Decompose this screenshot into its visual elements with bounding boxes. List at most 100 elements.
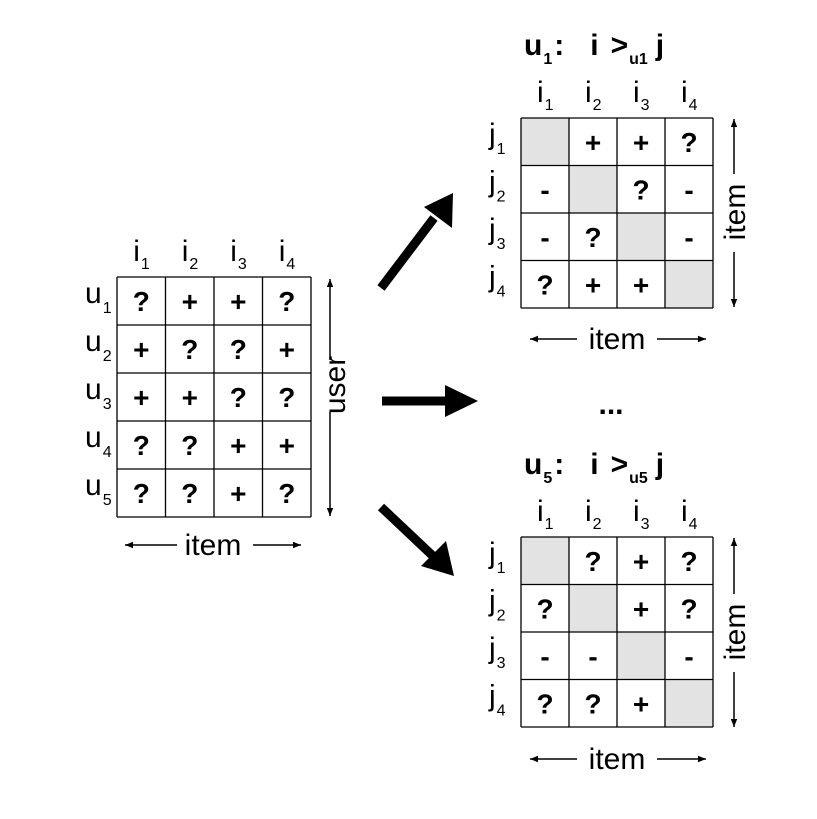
matrix-cell: + [633,269,649,300]
col-header: i2 [182,235,199,273]
diagonal-cell [569,165,617,213]
matrix-cell: + [133,334,149,365]
matrix-cell: ? [536,688,553,719]
matrix-cell: ? [133,430,150,461]
matrix-cell: ? [133,286,150,317]
title-item-i: i [590,448,598,481]
matrix-cell: + [585,127,601,158]
pair-u1-item-axis-label-bottom: item [589,323,646,356]
title-item-j: j [655,29,664,62]
row-header: j3 [488,213,506,253]
matrix-cell: ? [230,334,247,365]
matrix-cell: ? [278,382,295,413]
col-header: i4 [279,235,296,273]
row-header: u5 [85,469,112,509]
title-gt-sub: u1 [629,51,648,68]
matrix-cell: ? [181,478,198,509]
matrix-cell: ? [181,334,198,365]
col-header: i1 [537,495,554,533]
matrix-cell: ? [536,593,553,624]
matrix-cell: - [540,222,549,253]
diagonal-cell [521,118,569,166]
row-header: j4 [488,679,506,719]
matrix-cell: ? [133,478,150,509]
matrix-cell: ? [278,286,295,317]
title-user-sub: 1 [543,51,552,68]
matrix-cell: - [588,641,597,672]
row-header: j4 [488,260,506,300]
title-colon: : [554,448,564,481]
matrix-cell: ? [632,174,649,205]
matrix-cell: + [633,593,649,624]
matrix-cell: ? [680,546,697,577]
arrow-to-ellipsis [382,385,478,417]
matrix-cell: + [182,286,198,317]
matrix-cell: - [540,174,549,205]
title-user-sub: 5 [543,470,552,487]
matrix-cell: - [684,222,693,253]
pair-u1-item-axis-label-right: item [719,184,752,241]
title-gt: > [611,448,629,481]
col-header: i4 [681,76,698,114]
arrow-to-top-matrix [377,193,453,291]
arrow-to-bottom-matrix [377,503,454,576]
row-header: j3 [488,632,506,672]
matrix-cell: ? [680,127,697,158]
matrix-cell: ? [584,222,601,253]
col-header: i1 [133,235,150,273]
row-header: j2 [488,165,506,205]
matrix-cell: ? [181,430,198,461]
row-header: u4 [85,421,112,461]
pair-u5-item-axis-label-right: item [719,604,752,661]
col-header: i4 [681,495,698,533]
row-header: j2 [488,584,506,624]
matrix-cell: ? [680,593,697,624]
svg-text:u1:i>u1j: u1:i>u1j [524,29,664,68]
title-item-i: i [590,29,598,62]
diagonal-cell [617,632,665,680]
svg-text:u5:i>u5j: u5:i>u5j [524,448,664,487]
matrix-cell: - [540,641,549,672]
matrix-cell: ? [584,688,601,719]
matrix-cell: - [684,174,693,205]
row-header: u3 [85,373,112,413]
diagonal-cell [665,260,713,308]
title-item-j: j [655,448,664,481]
matrix-cell: + [633,127,649,158]
row-header: j1 [488,118,506,158]
diagonal-cell [665,679,713,727]
matrix-cell: + [133,382,149,413]
main-item-axis-label: item [185,529,242,562]
pair-u5-item-axis-label-bottom: item [589,743,646,776]
col-header: i3 [633,495,650,533]
matrix-cell: ? [536,269,553,300]
row-header: u2 [85,325,112,365]
main-user-axis-label: user [319,356,352,414]
diagonal-cell [569,584,617,632]
row-header: u1 [85,277,112,317]
title-user: u [524,29,542,62]
title-gt: > [611,29,629,62]
row-header: j1 [488,537,506,577]
matrix-cell: + [230,430,246,461]
title-colon: : [554,29,564,62]
ellipsis: ... [598,388,623,421]
matrix-cell: + [633,688,649,719]
col-header: i2 [585,495,602,533]
matrix-cell: ? [278,478,295,509]
matrix-cell: + [230,478,246,509]
matrix-cell: + [182,382,198,413]
title-gt-sub: u5 [629,470,648,487]
diagonal-cell [521,537,569,585]
matrix-cell: + [633,546,649,577]
col-header: i2 [585,76,602,114]
col-header: i1 [537,76,554,114]
diagonal-cell [617,213,665,261]
matrix-cell: + [279,430,295,461]
